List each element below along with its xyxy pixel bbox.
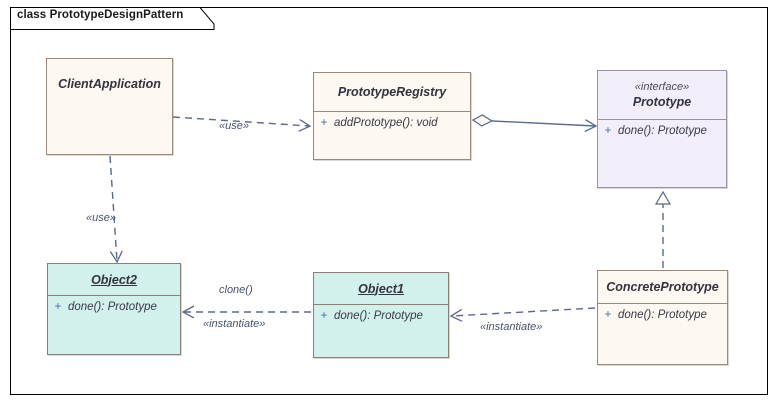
- operation-row: + addPrototype(): void: [314, 116, 470, 131]
- class-prototype-registry[interactable]: PrototypeRegistry + addPrototype(): void: [313, 72, 471, 160]
- object-header: Object2: [48, 264, 180, 295]
- frame-title: class PrototypeDesignPattern: [17, 9, 184, 21]
- visibility-marker: +: [604, 309, 612, 321]
- operation-row: + done(): Prototype: [314, 309, 448, 324]
- visibility-marker: +: [320, 117, 328, 129]
- operation-signature: done(): Prototype: [334, 310, 423, 322]
- compartment-divider: [598, 303, 727, 304]
- diagram-frame: [10, 7, 768, 395]
- class-header: ConcretePrototype: [598, 271, 727, 303]
- operation-signature: addPrototype(): void: [334, 117, 438, 129]
- operations-compartment: + done(): Prototype: [598, 120, 726, 139]
- compartment-divider: [314, 111, 470, 112]
- operation-signature: done(): Prototype: [618, 125, 707, 137]
- compartment-divider: [314, 304, 448, 305]
- object-object2[interactable]: Object2 + done(): Prototype: [47, 263, 181, 355]
- edge-label-clone: clone(): [219, 284, 253, 296]
- class-name: Prototype: [632, 95, 692, 109]
- compartment-divider: [598, 119, 726, 120]
- stereotype-label: «interface»: [634, 81, 690, 93]
- operation-row: + done(): Prototype: [598, 124, 726, 139]
- class-name: ClientApplication: [58, 77, 161, 91]
- edge-label-client-to-object2: «use»: [86, 212, 116, 224]
- operation-signature: done(): Prototype: [618, 309, 707, 321]
- operations-compartment: + addPrototype(): void: [314, 112, 470, 131]
- operations-compartment: + done(): Prototype: [314, 305, 448, 324]
- class-client-application[interactable]: ClientApplication: [46, 58, 173, 155]
- class-header: ClientApplication: [47, 59, 172, 109]
- edge-label-client-to-registry: «use»: [219, 120, 249, 132]
- edge-label-instantiate-right: «instantiate»: [480, 321, 543, 333]
- object-object1[interactable]: Object1 + done(): Prototype: [313, 272, 449, 358]
- operations-compartment: + done(): Prototype: [598, 304, 727, 323]
- object-name: Object2: [91, 272, 137, 287]
- class-name: ConcretePrototype: [606, 280, 719, 294]
- visibility-marker: +: [604, 125, 612, 137]
- operations-compartment: + done(): Prototype: [48, 296, 180, 315]
- compartment-divider: [48, 295, 180, 296]
- operation-row: + done(): Prototype: [48, 300, 180, 315]
- class-name: PrototypeRegistry: [337, 85, 447, 99]
- class-concrete-prototype[interactable]: ConcretePrototype + done(): Prototype: [597, 270, 728, 365]
- operation-signature: done(): Prototype: [68, 301, 157, 313]
- class-header: «interface» Prototype: [598, 71, 726, 119]
- class-prototype-interface[interactable]: «interface» Prototype + done(): Prototyp…: [597, 70, 727, 188]
- object-name: Object1: [358, 281, 404, 296]
- edge-label-instantiate-left: «instantiate»: [203, 318, 266, 330]
- visibility-marker: +: [320, 310, 328, 322]
- object-header: Object1: [314, 273, 448, 304]
- operation-row: + done(): Prototype: [598, 308, 727, 323]
- class-header: PrototypeRegistry: [314, 73, 470, 111]
- visibility-marker: +: [54, 301, 62, 313]
